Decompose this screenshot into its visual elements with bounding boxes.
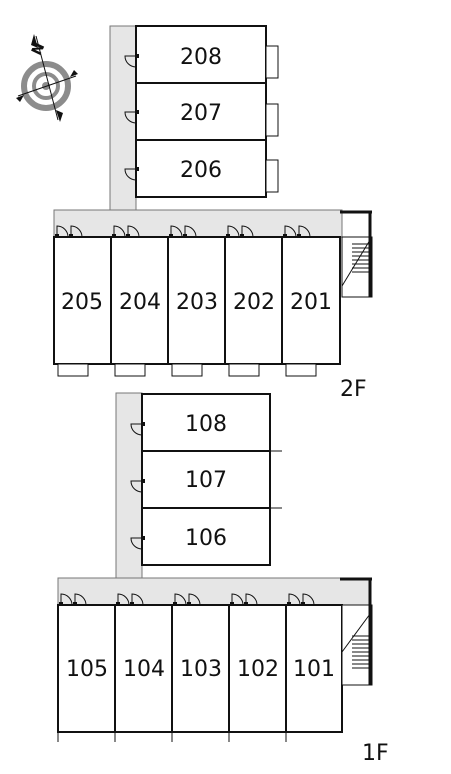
unit-106-label: 106: [185, 526, 227, 551]
unit-204-label: 204: [119, 290, 161, 315]
floor-label-2f: 2F: [340, 377, 367, 402]
unit-106: 106: [130, 507, 271, 566]
unit-208-label: 208: [180, 45, 222, 70]
corridor-1f-horizontal: [57, 577, 371, 606]
unit-203-label: 203: [176, 290, 218, 315]
unit-107-label: 107: [185, 468, 227, 493]
unit-207-label: 207: [180, 101, 222, 126]
unit-202: 202: [224, 225, 283, 377]
unit-203: 203: [167, 225, 226, 377]
unit-103: 103: [171, 593, 230, 742]
compass-north-label: N: [29, 40, 48, 57]
corridor-2f-vertical: [109, 25, 137, 217]
unit-205-label: 205: [61, 290, 103, 315]
unit-201: 201: [281, 225, 341, 377]
compass-icon: N: [16, 34, 78, 122]
floor-label-1f: 1F: [362, 741, 389, 766]
unit-205: 205: [53, 225, 112, 377]
stairs-1f: [341, 579, 373, 686]
unit-202-label: 202: [233, 290, 275, 315]
unit-103-label: 103: [180, 657, 222, 682]
unit-208: 208: [124, 25, 279, 84]
floor-2f: 208 207 206 205 204: [53, 25, 373, 402]
unit-101-label: 101: [293, 657, 335, 682]
unit-206: 206: [124, 139, 279, 198]
unit-207: 207: [124, 82, 279, 141]
unit-105-label: 105: [66, 657, 108, 682]
unit-108-label: 108: [185, 412, 227, 437]
unit-105: 105: [57, 593, 116, 742]
unit-104: 104: [114, 593, 173, 742]
unit-107: 107: [130, 450, 282, 509]
unit-201-label: 201: [290, 290, 332, 315]
unit-101: 101: [285, 593, 343, 742]
corridor-1f-vertical: [115, 392, 143, 594]
unit-102: 102: [228, 593, 287, 742]
unit-108: 108: [130, 393, 282, 452]
unit-204: 204: [110, 225, 169, 377]
unit-206-label: 206: [180, 158, 222, 183]
unit-104-label: 104: [123, 657, 165, 682]
floor-1f: 108 107 106 105 104 1: [57, 392, 389, 766]
stairs-2f: [341, 212, 373, 298]
unit-102-label: 102: [237, 657, 279, 682]
